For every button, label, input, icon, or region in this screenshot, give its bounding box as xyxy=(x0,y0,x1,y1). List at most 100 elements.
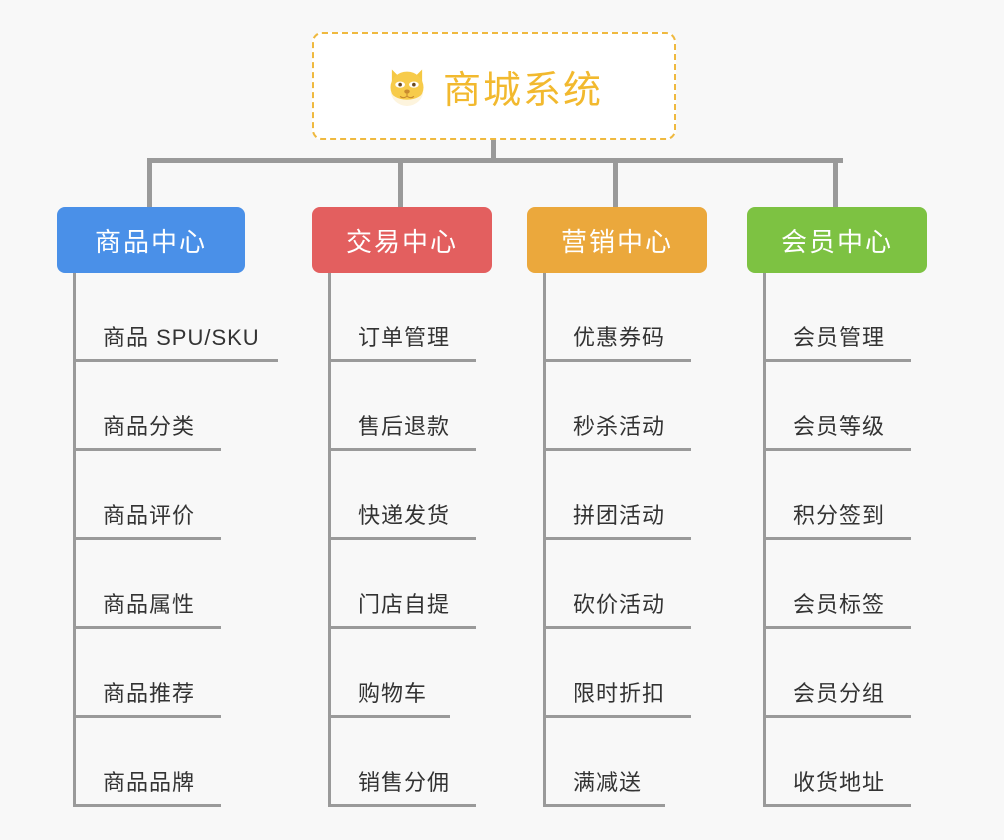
leaf-item[interactable]: 销售分佣 xyxy=(312,718,492,807)
branch-rail xyxy=(73,273,76,807)
leaf-item[interactable]: 门店自提 xyxy=(312,540,492,629)
leaf-item[interactable]: 商品 SPU/SKU xyxy=(57,273,278,362)
branch-column: 会员中心会员管理会员等级积分签到会员标签会员分组收货地址 xyxy=(747,158,927,807)
leaf-item-label: 商品评价 xyxy=(103,503,196,528)
leaf-item-underline xyxy=(328,715,450,718)
leaf-item-label: 快递发货 xyxy=(358,503,451,528)
leaf-item[interactable]: 商品分类 xyxy=(57,362,245,451)
leaf-item-underline xyxy=(73,359,278,362)
branch-header-3[interactable]: 营销中心 xyxy=(527,207,707,273)
branch-rail xyxy=(328,273,331,807)
leaf-item-underline xyxy=(543,359,691,362)
leaf-item-underline xyxy=(543,537,691,540)
leaf-item-label: 商品品牌 xyxy=(103,770,196,795)
leaf-item-underline xyxy=(543,804,665,807)
branch-column: 商品中心商品 SPU/SKU 商品分类商品评价商品属性商品推荐商品品牌 xyxy=(57,158,278,807)
branch-header-2[interactable]: 交易中心 xyxy=(312,207,492,273)
leaf-item-label: 积分签到 xyxy=(793,503,886,528)
branch-header-label: 商品中心 xyxy=(94,226,207,257)
leaf-list: 订单管理售后退款快递发货门店自提购物车销售分佣 xyxy=(312,273,492,807)
leaf-item[interactable]: 限时折扣 xyxy=(527,629,707,718)
branch-header-4[interactable]: 会员中心 xyxy=(747,207,927,273)
leaf-list: 优惠券码秒杀活动拼团活动砍价活动限时折扣满减送 xyxy=(527,273,707,807)
leaf-item[interactable]: 商品属性 xyxy=(57,540,245,629)
branch-column: 营销中心优惠券码秒杀活动拼团活动砍价活动限时折扣满减送 xyxy=(527,158,707,807)
leaf-item-underline xyxy=(73,804,221,807)
leaf-item[interactable]: 售后退款 xyxy=(312,362,492,451)
branch-header-label: 会员中心 xyxy=(780,226,893,257)
root-node[interactable]: 商城系统 xyxy=(312,32,676,140)
connector-root-stem xyxy=(491,140,496,162)
branch-header-1[interactable]: 商品中心 xyxy=(57,207,245,273)
leaf-item-underline xyxy=(73,448,221,451)
leaf-item-label: 商品属性 xyxy=(103,592,196,617)
leaf-item-label: 门店自提 xyxy=(358,592,451,617)
leaf-item[interactable]: 快递发货 xyxy=(312,451,492,540)
leaf-item-underline xyxy=(543,448,691,451)
leaf-item-underline xyxy=(73,715,221,718)
leaf-item[interactable]: 优惠券码 xyxy=(527,273,707,362)
leaf-item-label: 会员标签 xyxy=(793,592,886,617)
leaf-item[interactable]: 秒杀活动 xyxy=(527,362,707,451)
leaf-item-underline xyxy=(328,537,476,540)
leaf-item[interactable]: 收货地址 xyxy=(747,718,927,807)
leaf-item[interactable]: 满减送 xyxy=(527,718,707,807)
leaf-item-label: 售后退款 xyxy=(358,414,451,439)
leaf-item[interactable]: 商品推荐 xyxy=(57,629,245,718)
leaf-item[interactable]: 会员标签 xyxy=(747,540,927,629)
leaf-item[interactable]: 会员等级 xyxy=(747,362,927,451)
leaf-item[interactable]: 会员管理 xyxy=(747,273,927,362)
leaf-item-label: 优惠券码 xyxy=(573,325,666,350)
leaf-item-label: 限时折扣 xyxy=(573,681,666,706)
leaf-item-underline xyxy=(543,715,691,718)
leaf-item-label: 满减送 xyxy=(573,770,643,795)
connector-branch-drop xyxy=(398,158,403,207)
leaf-item-underline xyxy=(763,537,911,540)
leaf-item-underline xyxy=(328,359,476,362)
leaf-item-label: 秒杀活动 xyxy=(573,414,666,439)
leaf-item-underline xyxy=(328,448,476,451)
leaf-item-label: 会员分组 xyxy=(793,681,886,706)
leaf-item-underline xyxy=(763,715,911,718)
leaf-item-underline xyxy=(763,626,911,629)
leaf-item-underline xyxy=(763,359,911,362)
connector-branch-drop xyxy=(613,158,618,207)
leaf-item-label: 销售分佣 xyxy=(358,770,451,795)
branch-header-label: 交易中心 xyxy=(345,226,458,257)
leaf-item[interactable]: 会员分组 xyxy=(747,629,927,718)
leaf-item[interactable]: 商品评价 xyxy=(57,451,245,540)
connector-branch-drop xyxy=(833,158,838,207)
leaf-item-underline xyxy=(328,804,476,807)
branch-column: 交易中心订单管理售后退款快递发货门店自提购物车销售分佣 xyxy=(312,158,492,807)
leaf-item-label: 订单管理 xyxy=(358,325,451,350)
root-title: 商城系统 xyxy=(442,69,603,112)
leaf-item-underline xyxy=(328,626,476,629)
leaf-item-underline xyxy=(763,448,911,451)
leaf-list: 商品 SPU/SKU 商品分类商品评价商品属性商品推荐商品品牌 xyxy=(57,273,278,807)
leaf-item[interactable]: 订单管理 xyxy=(312,273,492,362)
leaf-item-underline xyxy=(763,804,911,807)
leaf-item-label: 商品推荐 xyxy=(103,681,196,706)
connector-horizontal-bus xyxy=(147,158,843,163)
leaf-item-label: 收货地址 xyxy=(793,770,886,795)
leaf-item[interactable]: 购物车 xyxy=(312,629,492,718)
leaf-item-label: 砍价活动 xyxy=(573,592,666,617)
leaf-item-label: 会员管理 xyxy=(793,325,886,350)
leaf-item-label: 商品分类 xyxy=(103,414,196,439)
leaf-item-label: 会员等级 xyxy=(793,414,886,439)
leaf-item-label: 商品 SPU/SKU xyxy=(103,325,260,350)
leaf-list: 会员管理会员等级积分签到会员标签会员分组收货地址 xyxy=(747,273,927,807)
leaf-item-label: 拼团活动 xyxy=(573,503,666,528)
dog-face-icon xyxy=(385,64,429,108)
leaf-item[interactable]: 积分签到 xyxy=(747,451,927,540)
leaf-item[interactable]: 商品品牌 xyxy=(57,718,245,807)
branch-rail xyxy=(543,273,546,807)
leaf-item-underline xyxy=(73,537,221,540)
leaf-item-underline xyxy=(543,626,691,629)
leaf-item[interactable]: 砍价活动 xyxy=(527,540,707,629)
branch-header-label: 营销中心 xyxy=(560,226,673,257)
leaf-item[interactable]: 拼团活动 xyxy=(527,451,707,540)
leaf-item-label: 购物车 xyxy=(358,681,428,706)
branch-rail xyxy=(763,273,766,807)
